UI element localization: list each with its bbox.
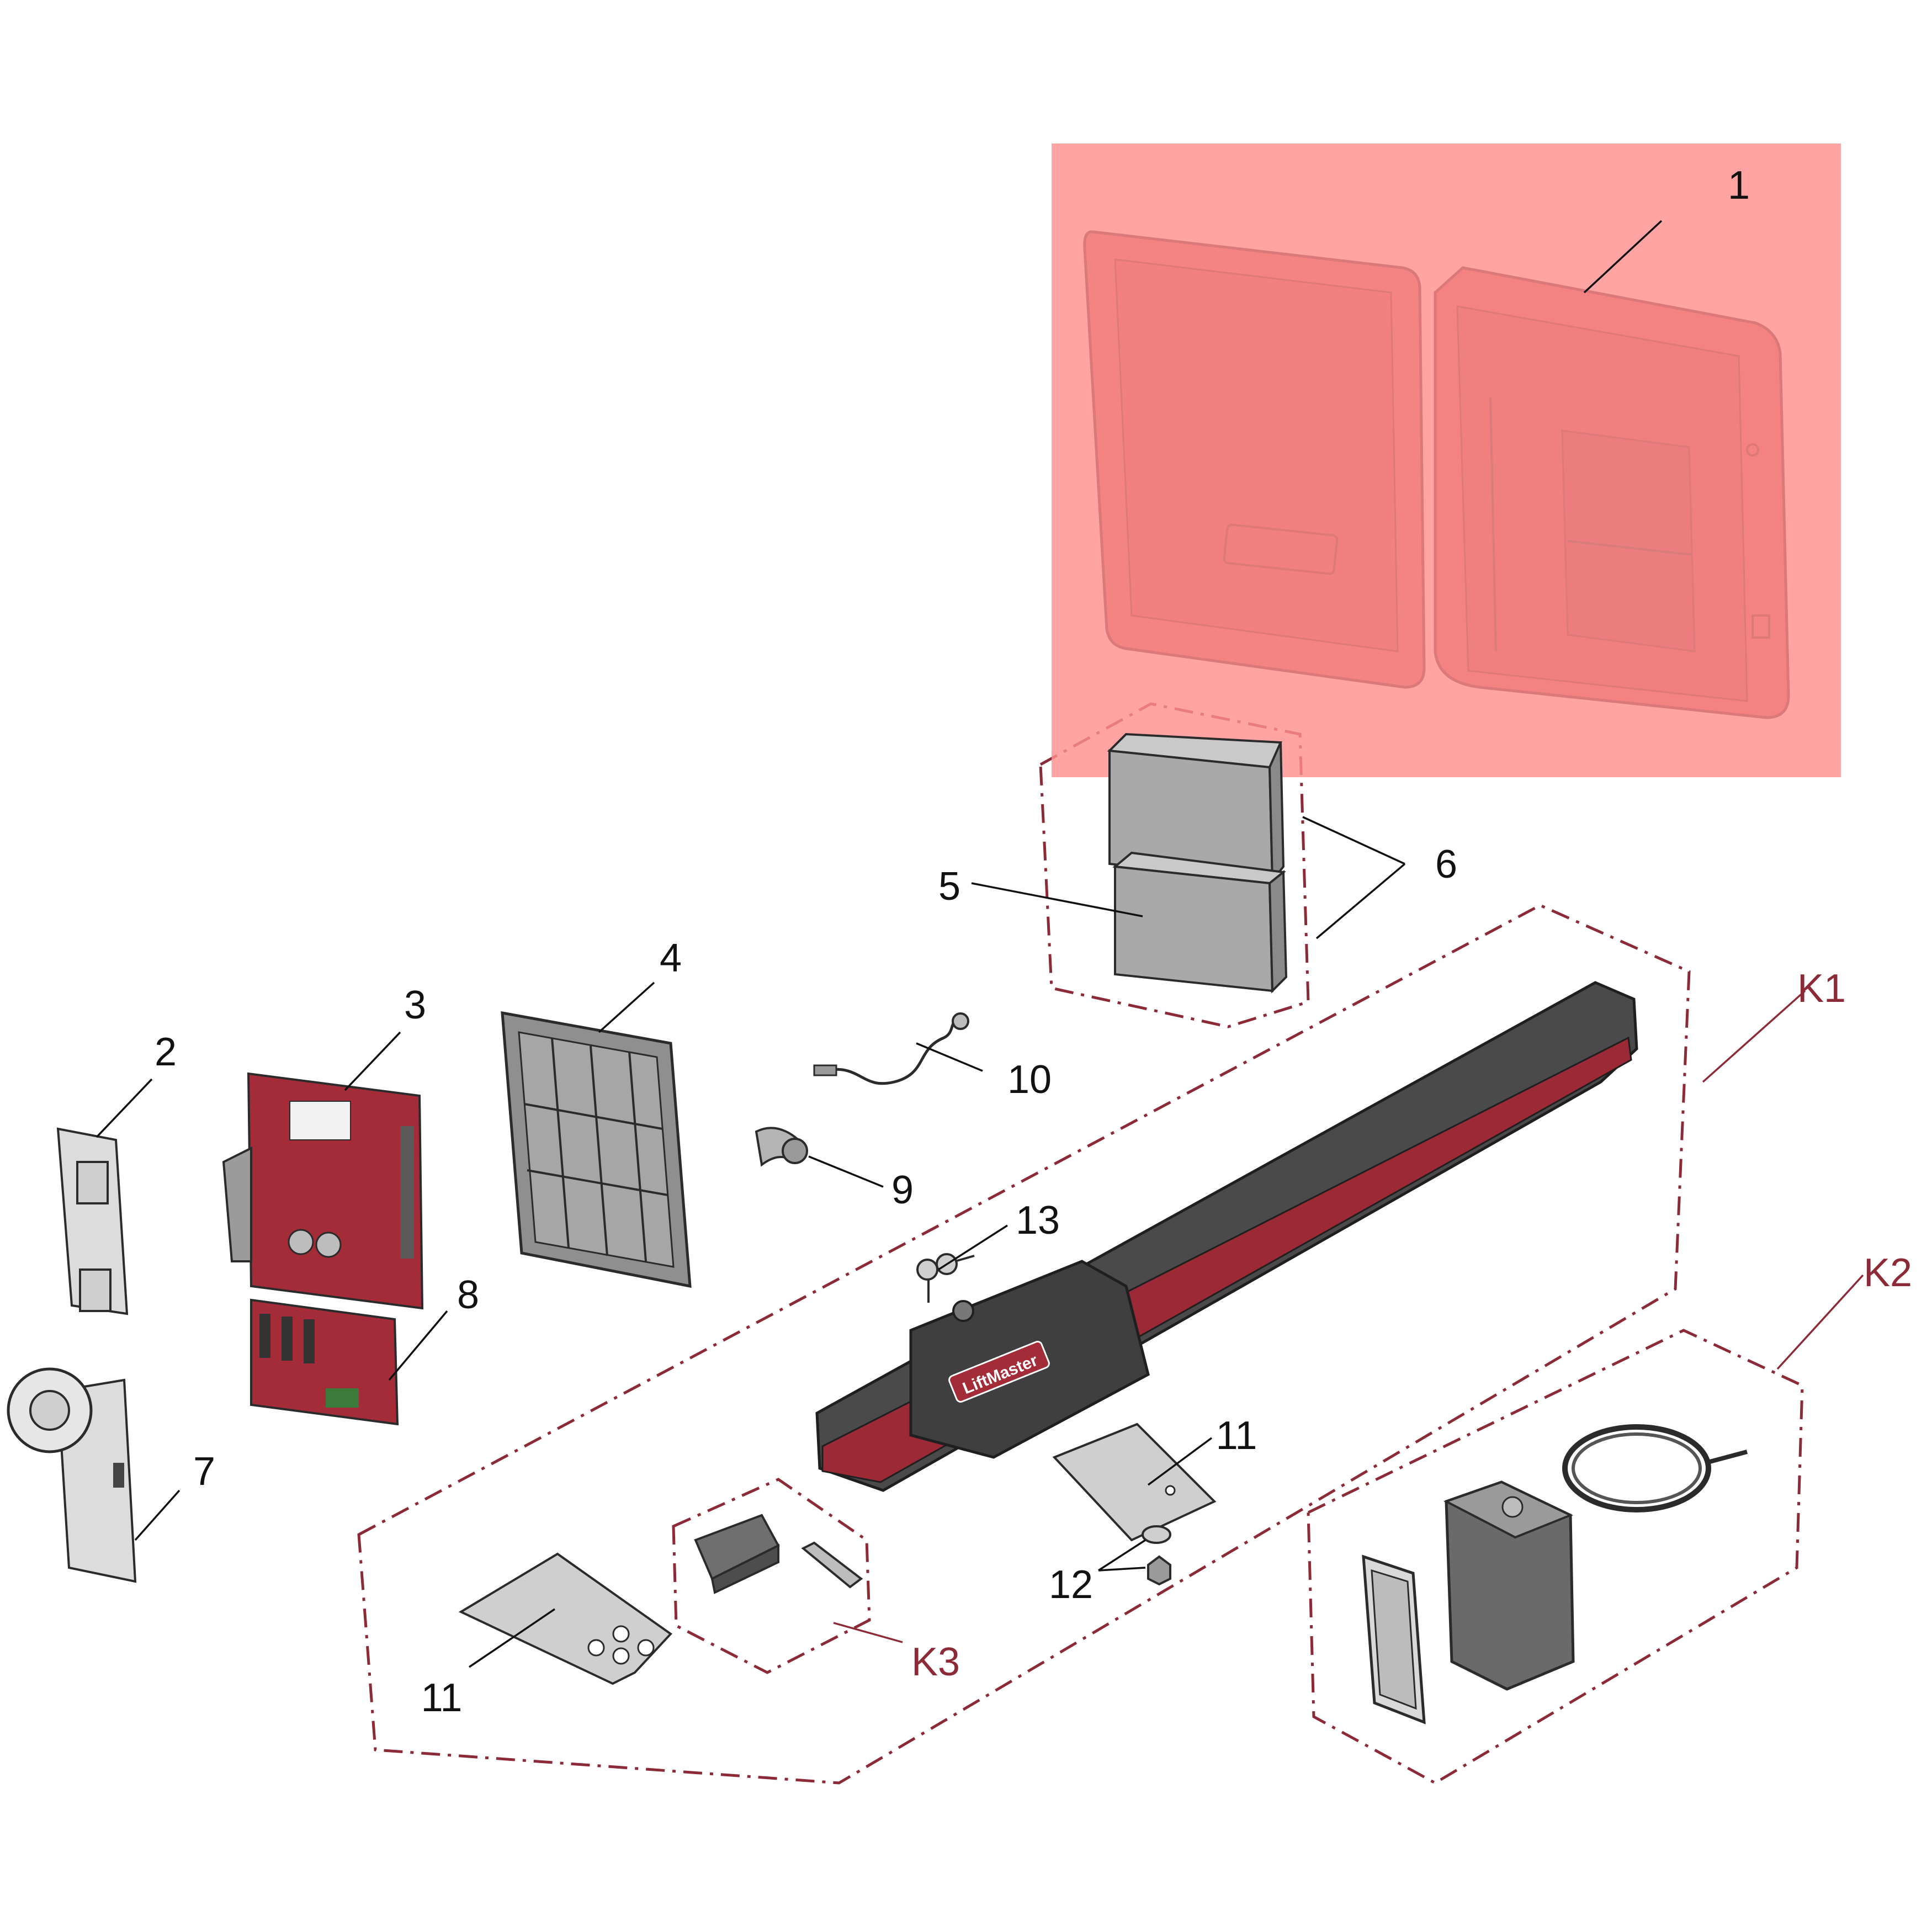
callout-11a: 11 <box>1216 1414 1257 1458</box>
callout-5: 5 <box>938 864 960 909</box>
callout-10: 10 <box>1007 1058 1052 1102</box>
keys-part[interactable] <box>916 1253 975 1303</box>
expansion-board-part[interactable] <box>250 1298 399 1426</box>
callout-4: 4 <box>660 936 682 980</box>
callout-13: 13 <box>1016 1198 1060 1243</box>
kit-k1-outline <box>357 904 1691 1785</box>
clevis-pin-part[interactable] <box>801 1541 863 1589</box>
clevis-bracket-part[interactable] <box>694 1514 780 1594</box>
leader-k3 <box>833 1622 903 1643</box>
cable-part[interactable] <box>813 1012 969 1085</box>
leader-7 <box>134 1489 181 1541</box>
leader-3 <box>344 1031 401 1091</box>
leader-11b <box>469 1608 555 1668</box>
battery-lower-part[interactable] <box>1112 851 1288 994</box>
callout-3: 3 <box>404 983 426 1027</box>
leader-2 <box>95 1078 153 1138</box>
gasket-part[interactable] <box>1362 1554 1426 1724</box>
outlet-plate-part[interactable] <box>56 1127 129 1315</box>
transformer-plate-part[interactable] <box>7 1367 137 1583</box>
wire-coil-part[interactable] <box>1562 1424 1748 1512</box>
bracket-plate-upper-part[interactable] <box>1052 1423 1217 1542</box>
leader-6a <box>1302 816 1405 865</box>
leader-5 <box>971 882 1143 917</box>
callout-1: 1 <box>1728 163 1750 208</box>
clip-part[interactable] <box>755 1127 808 1167</box>
leader-1 <box>1583 220 1663 294</box>
bracket-plate-lower-part[interactable] <box>458 1552 673 1685</box>
leader-11a <box>1147 1437 1213 1486</box>
callout-7: 7 <box>193 1450 215 1494</box>
control-board-part[interactable] <box>222 1072 424 1310</box>
leader-k2 <box>1776 1274 1864 1370</box>
kit-k3-outline <box>672 1478 871 1674</box>
leader-k1 <box>1702 990 1806 1083</box>
leader-6b <box>1315 863 1406 940</box>
leader-10 <box>916 1042 983 1072</box>
callout-12: 12 <box>1049 1563 1093 1607</box>
gate-operator-arm-part[interactable]: LiftMaster <box>815 981 1638 1492</box>
callout-8: 8 <box>457 1273 479 1317</box>
leader-12a <box>1098 1539 1146 1572</box>
callout-6: 6 <box>1435 842 1457 887</box>
part-1-highlight <box>1052 144 1841 777</box>
battery-upper-part[interactable] <box>1107 733 1285 884</box>
kit-label-k1: K1 <box>1797 967 1846 1011</box>
leader-12b <box>1098 1567 1146 1572</box>
kit-k2-outline <box>1307 1329 1804 1785</box>
callout-11b: 11 <box>421 1676 463 1720</box>
leader-8 <box>388 1310 448 1381</box>
callout-2: 2 <box>155 1030 177 1074</box>
mounting-backplate-part[interactable] <box>501 1011 692 1288</box>
callout-9: 9 <box>891 1168 914 1212</box>
leader-13 <box>938 1224 1008 1271</box>
leader-9 <box>808 1155 884 1188</box>
kit-label-k3: K3 <box>911 1640 960 1684</box>
junction-box-part[interactable] <box>1443 1480 1575 1691</box>
leader-4 <box>598 981 655 1033</box>
washer-nut-part[interactable] <box>1142 1525 1171 1586</box>
kit-label-k2: K2 <box>1864 1251 1912 1295</box>
